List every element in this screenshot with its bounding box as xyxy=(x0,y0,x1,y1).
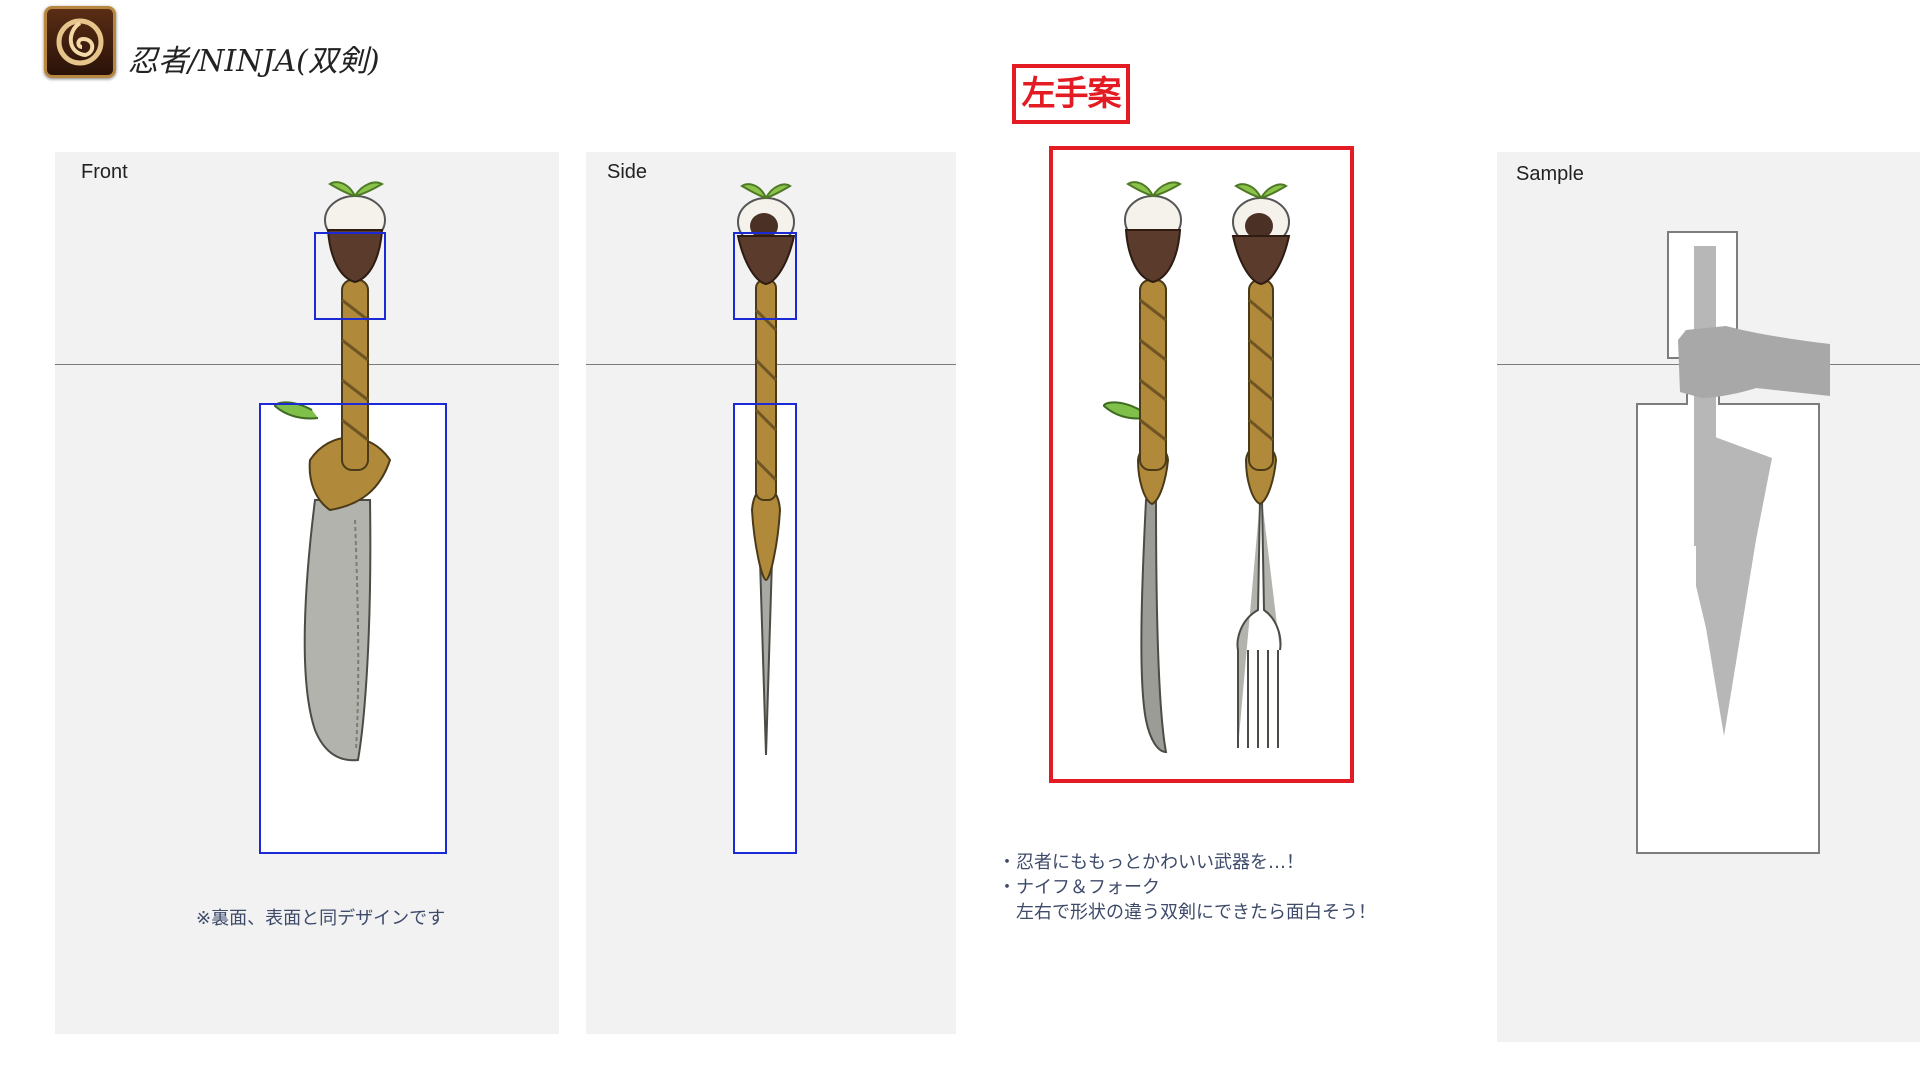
left-hand-proposal-tag: 左手案 xyxy=(1012,64,1130,124)
sample-silhouette xyxy=(1636,231,1830,854)
front-guide-line xyxy=(55,364,559,365)
front-blade-box xyxy=(259,403,447,854)
front-knife-illustration xyxy=(273,181,392,762)
front-label: Front xyxy=(81,161,128,183)
left-hand-proposal-frame xyxy=(1049,146,1354,783)
front-pommel-box xyxy=(314,232,386,320)
note-line-2: ・ナイフ＆フォーク xyxy=(998,877,1160,898)
front-note: ※裏面、表面と同デザインです xyxy=(196,908,446,929)
side-pommel-box xyxy=(733,232,797,320)
page-title: 忍者/NINJA(双剣) xyxy=(128,44,380,79)
note-line-3: 左右で形状の違う双剣にできたら面白そう！ xyxy=(998,902,1376,923)
ninja-job-icon xyxy=(44,6,116,78)
side-label: Side xyxy=(607,161,648,183)
side-blade-box xyxy=(733,403,797,854)
knife-fork-illustration xyxy=(1103,181,1291,754)
sample-label: Sample xyxy=(1516,163,1584,185)
note-line-1: ・忍者にももっとかわいい武器を…！ xyxy=(998,852,1304,873)
